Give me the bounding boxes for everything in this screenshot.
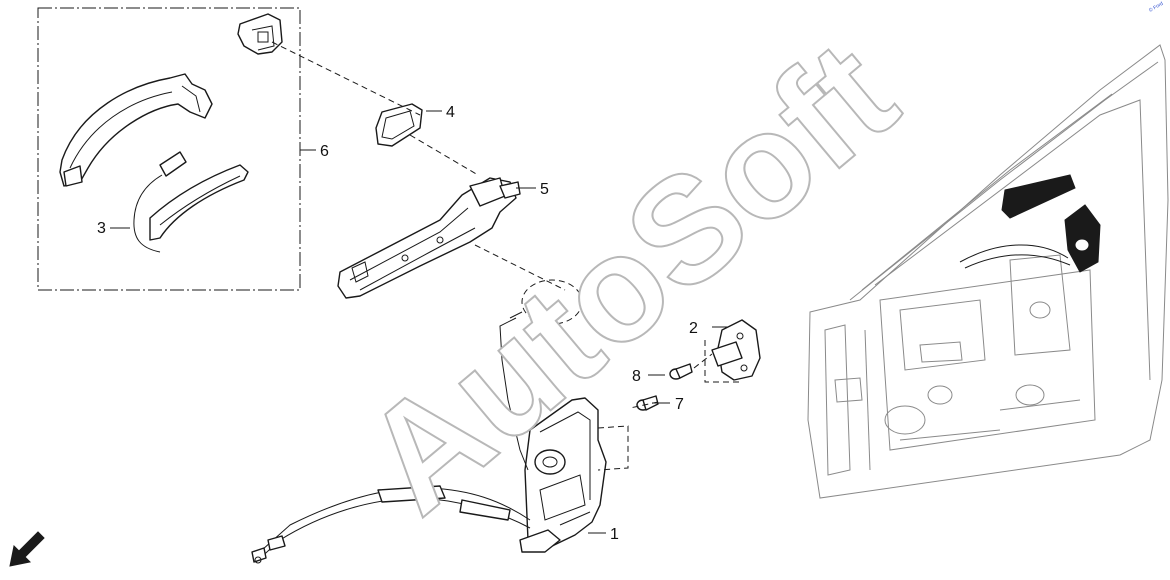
callout-labels: 1 2 3 4 5 6 7 8 <box>97 104 698 543</box>
handle-gasket <box>375 103 423 147</box>
callout-1: 1 <box>610 526 619 543</box>
callout-8: 8 <box>632 368 641 385</box>
callout-6: 6 <box>320 143 329 160</box>
handle-bracket <box>337 177 521 299</box>
bolt-item-8 <box>669 363 693 380</box>
callout-7: 7 <box>675 396 684 413</box>
lock-release-cables <box>251 485 531 564</box>
handle-end-cap <box>237 13 283 55</box>
door-striker <box>711 319 761 381</box>
door-panel <box>807 44 1169 499</box>
door-lock-latch <box>519 397 607 553</box>
handle-sensor-harness <box>133 151 249 253</box>
assembly-guide-lines <box>271 41 740 471</box>
corner-copyright-mark: © Ford <box>1148 0 1165 14</box>
callout-2: 2 <box>689 320 698 337</box>
lock-control-rod <box>499 311 529 471</box>
callout-4: 4 <box>446 104 455 121</box>
callout-5: 5 <box>540 181 549 198</box>
callout-leaders <box>110 110 728 534</box>
callout-3: 3 <box>97 220 106 237</box>
exterior-door-handle <box>59 73 213 187</box>
arrow-down-left-icon <box>9 531 45 567</box>
